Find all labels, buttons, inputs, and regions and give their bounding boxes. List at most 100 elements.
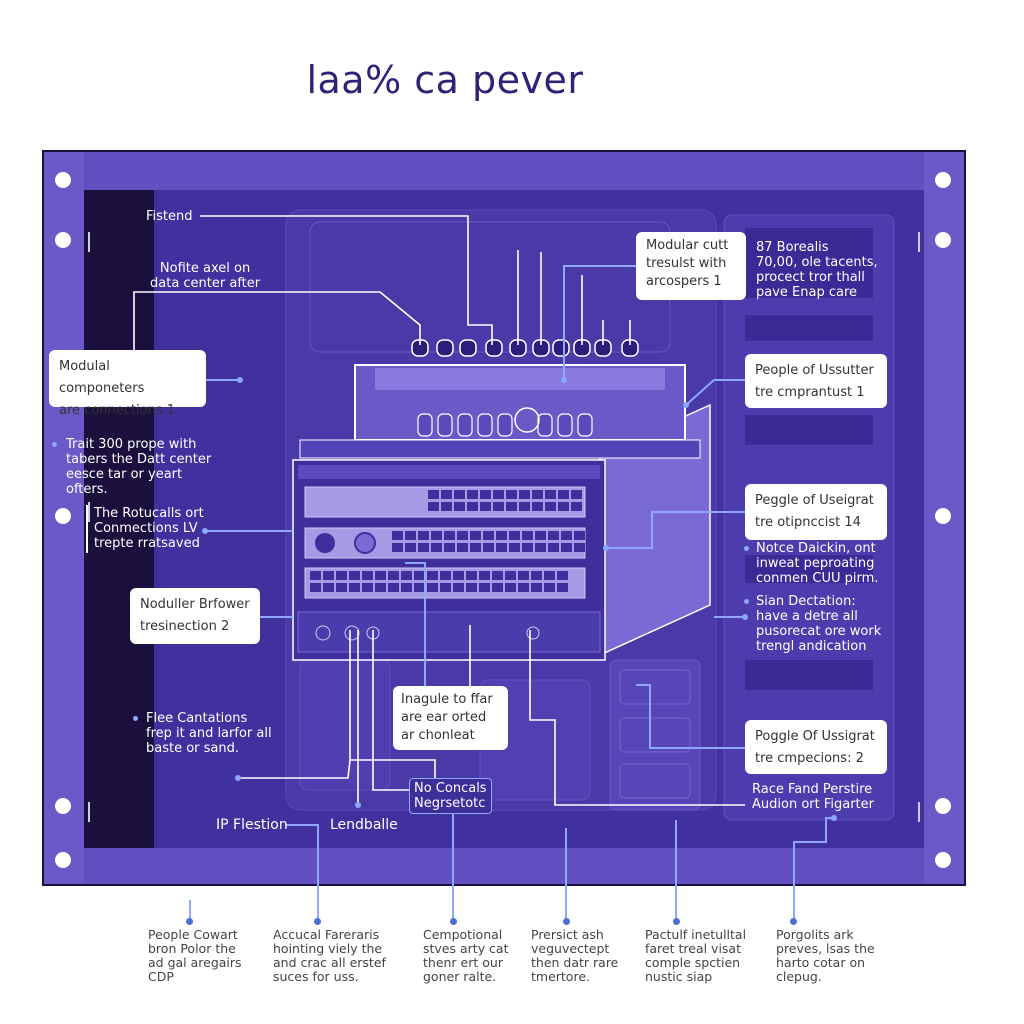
network-port xyxy=(480,502,491,511)
callout-peggle-14: Peggle of Useigrat tre otipnccist 14 xyxy=(745,484,887,540)
footer-note-5: Pactulf inetulltal faret treal visat com… xyxy=(645,928,775,984)
footer-line: Prersict ash xyxy=(531,927,604,942)
right-slot xyxy=(745,228,873,298)
bullet xyxy=(744,599,749,604)
footer-line: Accucal Fareraris xyxy=(273,927,380,942)
label-line: have a detre all xyxy=(756,609,858,624)
network-port xyxy=(571,502,582,511)
network-port xyxy=(509,543,520,552)
card-line: tre otipnccist 14 xyxy=(755,515,861,530)
network-port xyxy=(545,490,556,499)
footer-note-6: Porgolits ark preves, lsas the harto cot… xyxy=(776,928,906,984)
network-port xyxy=(505,583,516,592)
mount-hole xyxy=(935,232,951,248)
label-borealis: 87 Borealis 70,00, ole tacents, procect … xyxy=(756,240,878,300)
label-line: inweat peproating xyxy=(756,556,875,571)
network-port xyxy=(362,583,373,592)
callout-modular-cutt: Modular cutt tresulst with arcospers 1 xyxy=(636,232,746,300)
network-port xyxy=(392,531,403,540)
card-line: arcospers 1 xyxy=(646,274,722,289)
drive xyxy=(619,717,691,753)
front-port xyxy=(557,413,573,437)
footer-line: preves, lsas the xyxy=(776,941,875,956)
label-nofite: Nofite axel on data center after xyxy=(150,261,260,291)
network-port xyxy=(493,502,504,511)
bullet xyxy=(744,546,749,551)
network-port xyxy=(375,571,386,580)
mount-hole xyxy=(935,508,951,524)
bullet xyxy=(133,716,138,721)
card-line: are connections 1 xyxy=(59,403,175,418)
footer-line: tmertore. xyxy=(531,969,590,984)
network-port xyxy=(522,543,533,552)
label-fistend: Fistend xyxy=(146,209,193,224)
network-port xyxy=(483,531,494,540)
mount-hole xyxy=(55,172,71,188)
footer-line: bron Polor the xyxy=(148,941,236,956)
card-line: Poggle Of Ussigrat xyxy=(755,729,875,744)
network-port xyxy=(441,502,452,511)
footer-line: goner ralte. xyxy=(423,969,497,984)
network-port xyxy=(519,490,530,499)
label-line: Flee Cantations xyxy=(146,711,248,726)
footer-line: suces for uss. xyxy=(273,969,359,984)
power-connector xyxy=(315,625,331,641)
footer-dot xyxy=(186,918,193,925)
network-port xyxy=(545,502,556,511)
card-line: Peggle of Useigrat xyxy=(755,493,874,508)
network-port xyxy=(428,502,439,511)
rail-slot xyxy=(88,502,90,522)
network-port xyxy=(558,502,569,511)
label-line: frep it and larfor all xyxy=(146,726,272,741)
network-port xyxy=(522,531,533,540)
network-port xyxy=(453,583,464,592)
network-port xyxy=(531,583,542,592)
callout-people-1: People of Ussutter tre cmprantust 1 xyxy=(745,354,887,408)
switch-base xyxy=(299,439,701,459)
cable-plug xyxy=(552,339,570,357)
network-port xyxy=(440,571,451,580)
network-port xyxy=(405,531,416,540)
network-port xyxy=(401,583,412,592)
footer-line: harto cotar on xyxy=(776,955,866,970)
fan-icon xyxy=(354,532,376,554)
network-port xyxy=(467,502,478,511)
network-port xyxy=(574,531,585,540)
label-flee: Flee Cantations frep it and larfor all b… xyxy=(146,711,272,756)
network-port xyxy=(431,531,442,540)
front-port xyxy=(497,413,513,437)
label-trait: Trait 300 prope with tabers the Datt cen… xyxy=(66,437,211,497)
label-divider xyxy=(86,505,88,553)
network-port xyxy=(444,543,455,552)
network-port xyxy=(561,531,572,540)
right-slot xyxy=(745,660,873,690)
power-connector xyxy=(526,626,540,640)
network-port xyxy=(557,571,568,580)
network-port xyxy=(493,490,504,499)
label-line: ofters. xyxy=(66,482,108,497)
network-port xyxy=(453,571,464,580)
mount-hole xyxy=(55,852,71,868)
label-line: 70,00, ole tacents, xyxy=(756,255,878,270)
network-port xyxy=(518,583,529,592)
footer-line: and crac all erstef xyxy=(273,955,386,970)
footer-note-1: People Cowart bron Polor the ad gal areg… xyxy=(148,928,278,984)
rail-slot xyxy=(918,232,920,252)
footer-line: clepug. xyxy=(776,969,822,984)
footer-dot xyxy=(450,918,457,925)
network-port xyxy=(388,571,399,580)
network-port xyxy=(571,490,582,499)
footer-line: thenr ert our xyxy=(423,955,503,970)
callout-poggle-2: Poggle Of Ussigrat tre cmpecions: 2 xyxy=(745,720,887,774)
network-port xyxy=(323,583,334,592)
label-lendballe: Lendballe xyxy=(330,817,398,833)
chassis-vent xyxy=(298,465,600,479)
network-port xyxy=(505,571,516,580)
network-port xyxy=(388,583,399,592)
label-line: Trait 300 prope with xyxy=(66,437,197,452)
accent-lines xyxy=(189,265,834,920)
label-line: conmen CUU pirm. xyxy=(756,571,879,586)
label-race: Race Fand Perstire Audion ort Figarter xyxy=(752,782,874,812)
label-line: pusorecat ore work xyxy=(756,624,882,639)
network-port xyxy=(323,571,334,580)
